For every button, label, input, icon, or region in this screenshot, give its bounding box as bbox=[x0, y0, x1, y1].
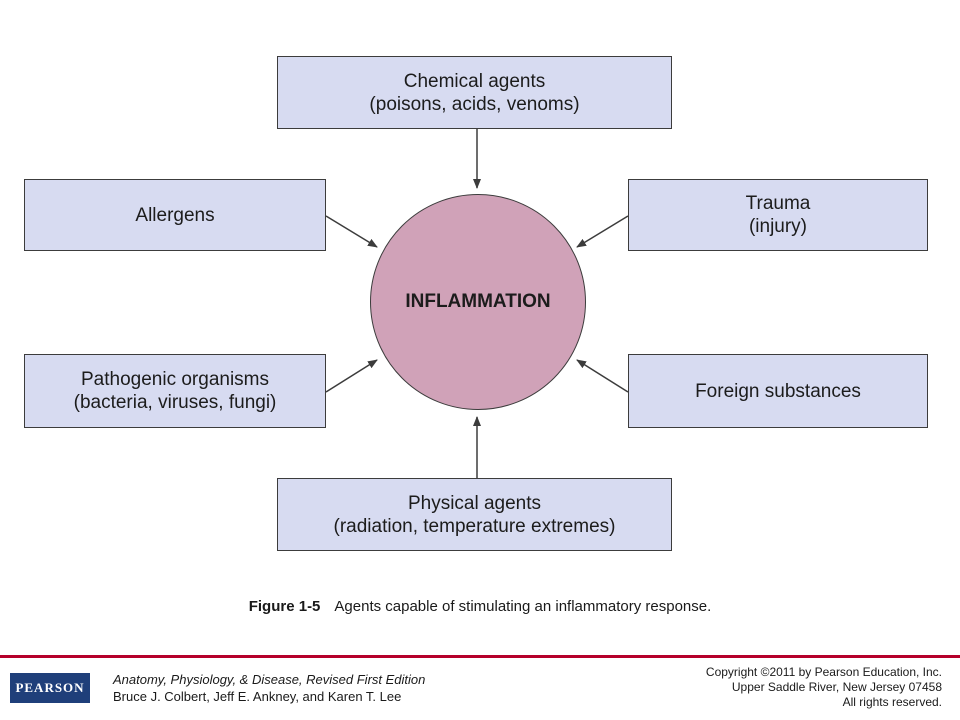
connector-arrows bbox=[325, 129, 629, 478]
chemical-agents-label: Chemical agents bbox=[403, 70, 546, 92]
copyright-notice: Copyright ©2011 by Pearson Education, In… bbox=[706, 665, 942, 710]
pearson-logo: PEARSON bbox=[10, 673, 90, 703]
box-foreign-substances: Foreign substances bbox=[628, 354, 928, 428]
box-physical-agents: Physical agents (radiation, temperature … bbox=[277, 478, 672, 551]
book-credit: Anatomy, Physiology, & Disease, Revised … bbox=[113, 671, 425, 705]
figure-caption-text: Agents capable of stimulating an inflamm… bbox=[334, 598, 712, 615]
copyright-line: Copyright ©2011 by Pearson Education, In… bbox=[705, 665, 942, 679]
book-authors: Bruce J. Colbert, Jeff E. Ankney, and Ka… bbox=[113, 689, 402, 704]
trauma-label: Trauma bbox=[745, 193, 811, 214]
arrow-allergens bbox=[325, 215, 378, 248]
copyright-rights: All rights reserved. bbox=[842, 695, 942, 709]
arrow-pathogenic bbox=[325, 359, 378, 393]
pathogenic-organisms-label: Pathogenic organisms bbox=[81, 369, 269, 390]
arrow-foreign bbox=[576, 359, 629, 393]
box-chemical-agents: Chemical agents (poisons, acids, venoms) bbox=[277, 56, 672, 129]
book-title: Anatomy, Physiology, & Disease, Revised … bbox=[113, 672, 426, 687]
allergens-label: Allergens bbox=[135, 204, 215, 226]
pearson-logo-text: PEARSON bbox=[15, 680, 85, 695]
physical-agents-examples: (radiation, temperature extremes) bbox=[333, 515, 616, 537]
box-allergens: Allergens bbox=[24, 179, 326, 251]
foreign-substances-label: Foreign substances bbox=[695, 380, 861, 402]
inflammation-diagram: Chemical agents (poisons, acids, venoms)… bbox=[24, 56, 928, 551]
trauma-examples: (injury) bbox=[748, 216, 808, 237]
figure-number: Figure 1-5 bbox=[248, 598, 321, 615]
chemical-agents-examples: (poisons, acids, venoms) bbox=[369, 93, 580, 115]
box-trauma: Trauma (injury) bbox=[628, 179, 928, 251]
inflammation-hub: INFLAMMATION bbox=[370, 194, 586, 410]
physical-agents-label: Physical agents bbox=[407, 492, 542, 514]
pathogenic-organisms-examples: (bacteria, viruses, fungi) bbox=[73, 392, 277, 413]
inflammation-label: INFLAMMATION bbox=[405, 291, 551, 312]
figure-caption: Figure 1-5 Agents capable of stimulating … bbox=[0, 598, 960, 615]
arrow-trauma bbox=[576, 215, 629, 248]
footer-divider bbox=[0, 655, 960, 658]
box-pathogenic-organisms: Pathogenic organisms (bacteria, viruses,… bbox=[24, 354, 326, 428]
copyright-address: Upper Saddle River, New Jersey 07458 bbox=[731, 680, 942, 694]
